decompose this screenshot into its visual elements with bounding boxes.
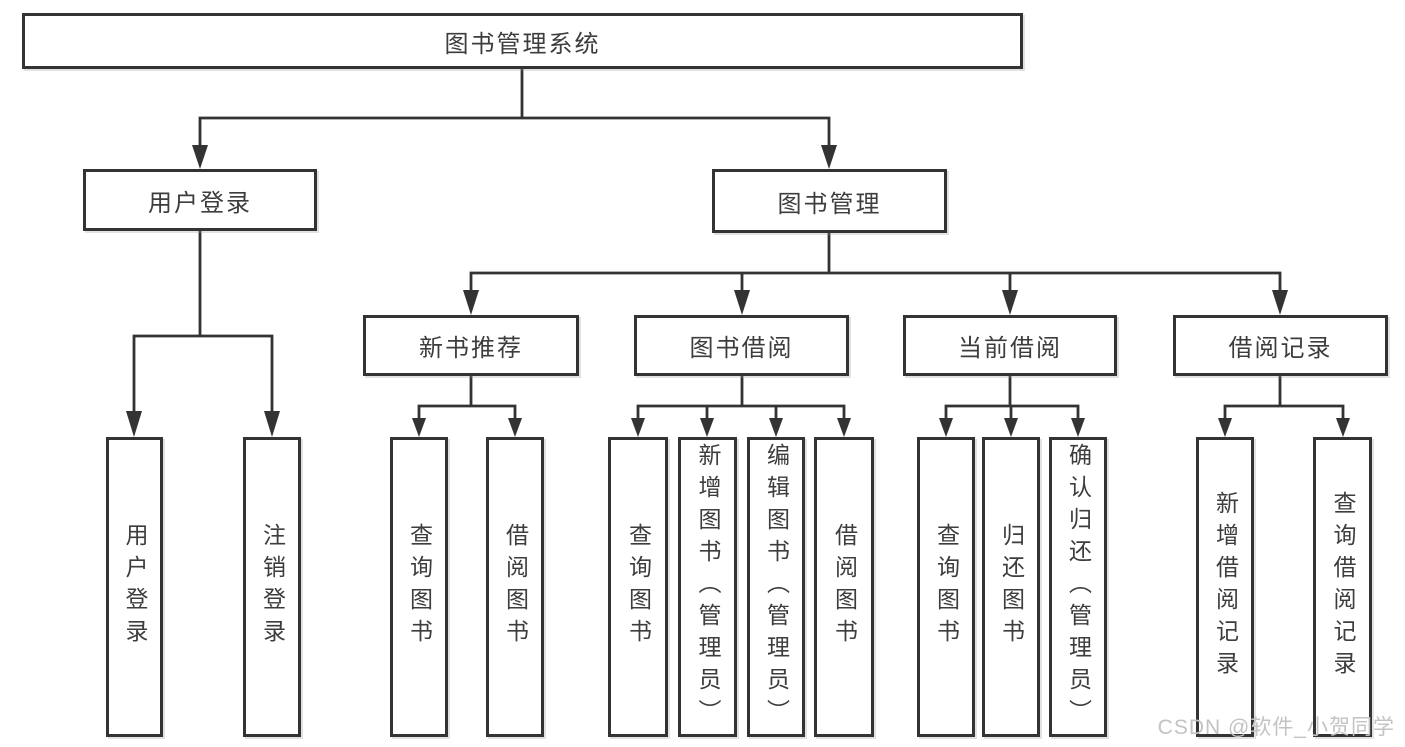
arrowhead-icon <box>1004 418 1018 437</box>
node-book-management: 图书管理 <box>712 169 947 233</box>
connector-user-login-to-leaves <box>126 229 280 437</box>
connector-root-to-level2 <box>192 67 837 169</box>
arrowhead-icon <box>837 418 851 437</box>
leaf-query-books-1: 查询图书 <box>390 437 448 737</box>
arrowhead-icon <box>508 418 522 437</box>
node-root: 图书管理系统 <box>22 13 1023 69</box>
arrowhead-icon <box>126 411 142 437</box>
leaf-confirm-return-admin: 确认归还（管理员） <box>1049 437 1107 737</box>
node-current-borrow: 当前借阅 <box>903 315 1117 376</box>
line <box>469 231 1282 294</box>
arrowhead-icon <box>1218 418 1232 437</box>
leaf-query-books-3: 查询图书 <box>917 437 975 737</box>
arrowhead-icon <box>821 145 837 169</box>
leaf-borrow-books-1: 借阅图书 <box>486 437 544 737</box>
line <box>944 374 1080 422</box>
line <box>132 229 274 416</box>
leaf-edit-book-admin: 编辑图书（管理员） <box>747 437 805 737</box>
line <box>1223 374 1345 422</box>
leaf-add-book-admin: 新增图书（管理员） <box>678 437 737 737</box>
arrowhead-icon <box>1071 418 1085 437</box>
leaf-logout: 注销登录 <box>243 437 301 737</box>
line <box>417 374 517 422</box>
arrowhead-icon <box>1002 290 1018 315</box>
connector-borrow-records-to-leaves <box>1218 374 1350 437</box>
arrowhead-icon <box>1336 418 1350 437</box>
arrowhead-icon <box>734 290 750 315</box>
arrowhead-icon <box>412 418 426 437</box>
node-borrow-records: 借阅记录 <box>1173 315 1388 376</box>
arrowhead-icon <box>1272 290 1288 315</box>
arrowhead-icon <box>700 418 714 437</box>
leaf-return-book: 归还图书 <box>982 437 1040 737</box>
csdn-watermark: CSDN @软件_小贺同学 <box>1157 716 1395 739</box>
connector-new-book-recommend-to-leaves <box>412 374 522 437</box>
arrowhead-icon <box>463 290 479 315</box>
arrowhead-icon <box>631 418 645 437</box>
connector-book-management-to-level3 <box>463 231 1288 315</box>
arrowhead-icon <box>769 418 783 437</box>
leaf-borrow-books-2: 借阅图书 <box>814 437 874 737</box>
leaf-query-borrow-record: 查询借阅记录 <box>1313 437 1372 737</box>
arrowhead-icon <box>939 418 953 437</box>
connector-current-borrow-to-leaves <box>939 374 1085 437</box>
arrowhead-icon <box>264 411 280 437</box>
line <box>198 67 831 150</box>
arrowhead-icon <box>192 145 208 169</box>
line <box>636 374 846 422</box>
node-new-book-recommend: 新书推荐 <box>363 315 579 376</box>
leaf-add-borrow-record: 新增借阅记录 <box>1196 437 1254 737</box>
node-book-borrow: 图书借阅 <box>634 315 849 376</box>
leaf-query-books-2: 查询图书 <box>608 437 668 737</box>
connector-book-borrow-to-leaves <box>631 374 851 437</box>
leaf-user-login: 用户登录 <box>106 437 163 737</box>
node-user-login: 用户登录 <box>83 169 317 231</box>
